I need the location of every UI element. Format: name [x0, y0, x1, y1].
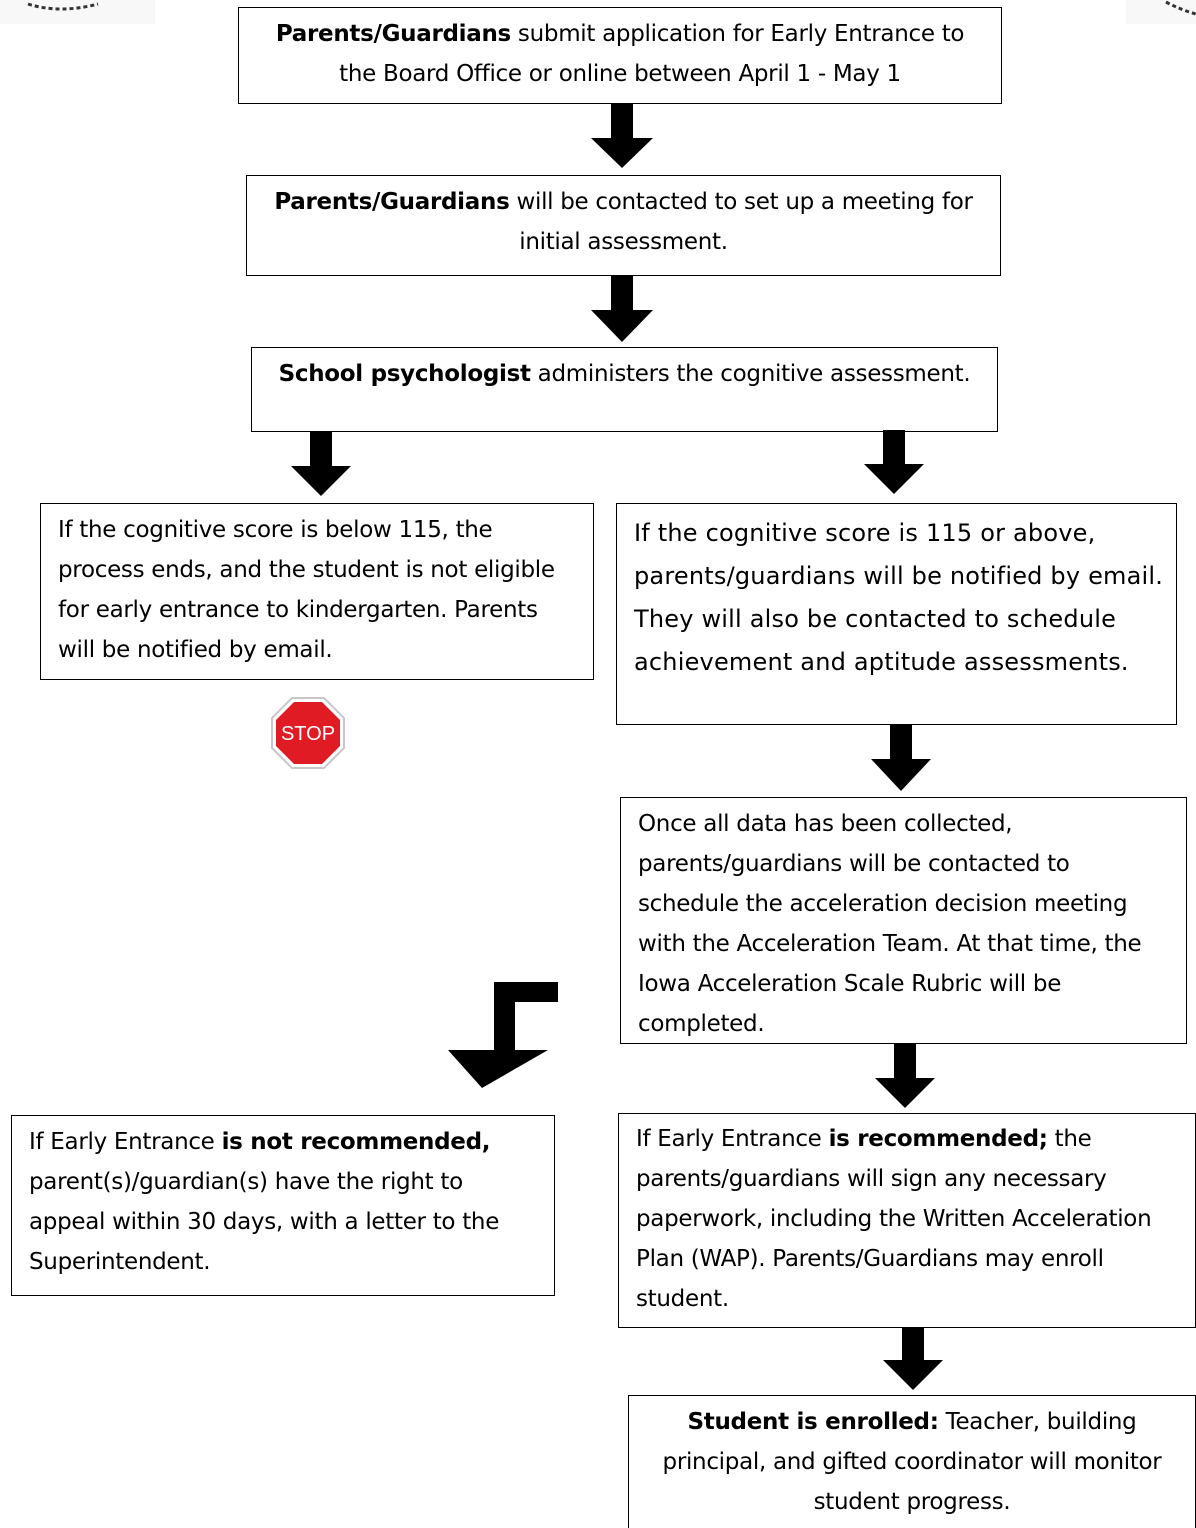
outcome-below-115-text: If the cognitive score is below 115, the… — [58, 517, 555, 663]
step-contact-meeting: Parents/Guardians will be contacted to s… — [246, 175, 1001, 276]
down-arrow-3 — [871, 725, 931, 791]
recommended-emphasis: is recommended; — [828, 1126, 1048, 1152]
step-acceleration-meeting: Once all data has been collected, parent… — [620, 797, 1187, 1044]
step-student-enrolled-label: Student is enrolled: — [687, 1409, 939, 1435]
recommended-text: the parents/guardians will sign any nece… — [636, 1126, 1152, 1312]
down-arrow-1 — [591, 104, 653, 168]
down-arrow-4 — [875, 1044, 935, 1108]
not-recommended-emphasis: is not recommended, — [221, 1129, 491, 1155]
step-student-enrolled: Student is enrolled: Teacher, building p… — [628, 1395, 1196, 1528]
bent-arrow-to-not-recommended — [448, 982, 558, 1088]
down-arrow-left-branch — [291, 432, 351, 496]
not-recommended-text: parent(s)/guardian(s) have the right to … — [29, 1169, 500, 1275]
step-cognitive-assessment: School psychologist administers the cogn… — [251, 347, 998, 432]
stop-sign-label: STOP — [281, 723, 335, 745]
step-submit-application-actor: Parents/Guardians — [275, 21, 511, 47]
outcome-below-115: If the cognitive score is below 115, the… — [40, 503, 594, 680]
recommended-prefix: If Early Entrance — [636, 1126, 829, 1152]
step-submit-application: Parents/Guardians submit application for… — [238, 7, 1002, 104]
step-acceleration-meeting-text: Once all data has been collected, parent… — [638, 811, 1142, 1037]
outcome-recommended: If Early Entrance is recommended; the pa… — [618, 1113, 1196, 1328]
outcome-not-recommended: If Early Entrance is not recommended, pa… — [11, 1115, 555, 1296]
outcome-115-or-above: If the cognitive score is 115 or above, … — [616, 503, 1177, 725]
step-student-enrolled-text: Teacher, building principal, and gifted … — [662, 1409, 1162, 1515]
step-cognitive-assessment-text: administers the cognitive assessment. — [530, 361, 971, 387]
down-arrow-2 — [591, 276, 653, 342]
outcome-115-or-above-text: If the cognitive score is 115 or above, … — [634, 519, 1164, 676]
step-contact-meeting-text: will be contacted to set up a meeting fo… — [509, 189, 973, 255]
step-contact-meeting-actor: Parents/Guardians — [274, 189, 510, 215]
down-arrow-5 — [883, 1328, 943, 1390]
decorative-corner-left — [0, 0, 155, 24]
decorative-corner-right — [1126, 0, 1196, 24]
stop-sign-icon: STOP — [270, 696, 346, 770]
step-cognitive-assessment-actor: School psychologist — [278, 361, 531, 387]
step-submit-application-text: submit application for Early Entrance to… — [339, 21, 965, 87]
not-recommended-prefix: If Early Entrance — [29, 1129, 222, 1155]
down-arrow-right-branch — [864, 430, 924, 494]
